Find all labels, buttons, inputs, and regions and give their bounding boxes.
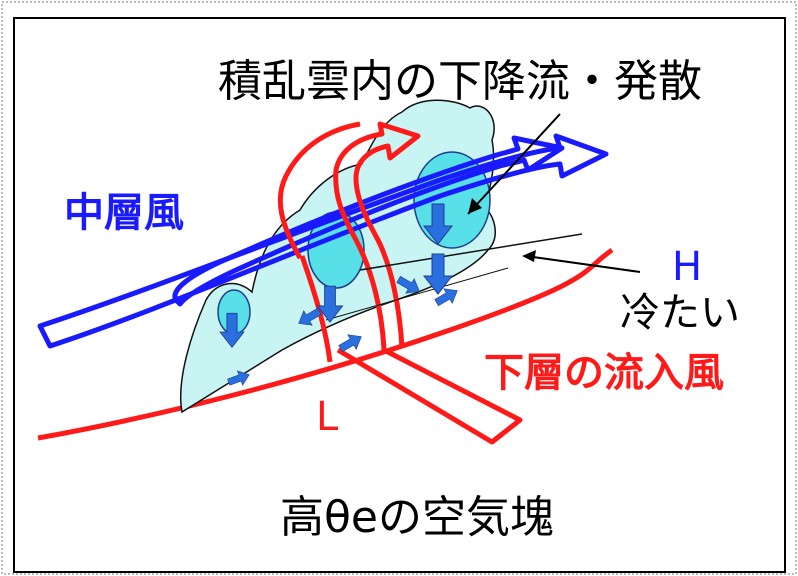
- high-pressure-label: H: [672, 244, 702, 290]
- high-theta-e-label: 高θeの空気塊: [280, 492, 554, 543]
- cold-pointer-head: [522, 250, 536, 262]
- low-level-inflow-label: 下層の流入風: [484, 350, 724, 396]
- title-pointer-line: [467, 113, 561, 215]
- cold-label: 冷たい: [620, 290, 740, 336]
- inflow-updraft-left: [277, 121, 361, 260]
- cold-pointer-line: [525, 255, 641, 273]
- outflow-line: [325, 267, 509, 321]
- front-line: [37, 247, 614, 441]
- title-pointer-head: [468, 198, 482, 214]
- mid-level-wind-label: 中層風: [64, 190, 184, 236]
- low-pressure-label: L: [316, 394, 339, 440]
- cold-boundary-line: [359, 233, 583, 271]
- low-level-inflow-path: [333, 121, 523, 445]
- mid-level-wind-arrow-upper: [172, 135, 565, 307]
- inner-frame: [13, 17, 786, 573]
- title-label: 積乱雲内の下降流・発散: [218, 56, 702, 107]
